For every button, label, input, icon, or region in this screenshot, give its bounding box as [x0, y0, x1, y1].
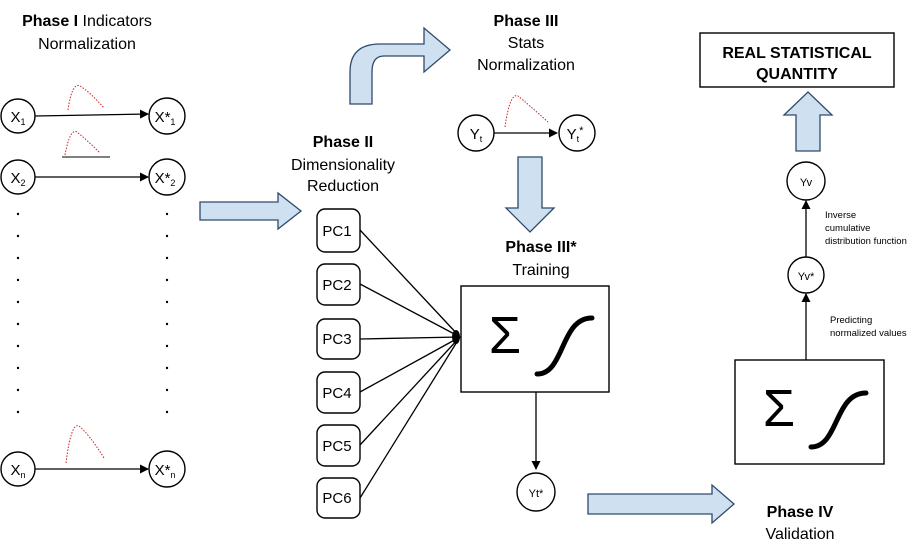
- output-node-x2-star: X*2: [148, 158, 186, 196]
- node-yt-star-output: Yt*: [516, 472, 556, 512]
- distribution-curve-icon: [62, 131, 110, 158]
- svg-text:PC1: PC1: [322, 223, 351, 240]
- pc-connections: [359, 229, 461, 499]
- svg-text:X1: X1: [10, 109, 25, 127]
- node-yt-star: Yt*: [558, 114, 596, 152]
- svg-text:PC3: PC3: [322, 331, 351, 348]
- pc-box-4: PC4: [316, 371, 361, 414]
- phase3star-title: Phase III*: [505, 239, 577, 256]
- phase4-title: Phase IV: [767, 504, 834, 521]
- pc-box-6: PC6: [316, 477, 361, 519]
- ellipsis-left: [16, 212, 20, 414]
- svg-text:X*1: X*1: [155, 109, 176, 127]
- svg-text:X*2: X*2: [155, 170, 176, 188]
- svg-text:Yt: Yt: [470, 126, 483, 144]
- training-neuron-box: Σ: [460, 285, 610, 393]
- sigma-symbol: Σ: [489, 307, 521, 365]
- result-line-2: QUANTITY: [756, 66, 838, 83]
- pc-box-5: PC5: [316, 424, 361, 467]
- validation-neuron-box: Σ: [734, 359, 885, 465]
- svg-text:PC2: PC2: [322, 277, 351, 294]
- svg-text:Yv: Yv: [800, 177, 813, 189]
- block-arrow-down: [504, 156, 556, 233]
- svg-text:Yt*: Yt*: [567, 125, 585, 144]
- ellipsis-right: [165, 212, 169, 414]
- phase3-line2: Stats: [508, 35, 544, 52]
- svg-text:X*n: X*n: [155, 462, 176, 480]
- svg-text:X2: X2: [10, 170, 25, 188]
- pc-box-2: PC2: [316, 263, 361, 306]
- predict-label-1: Predicting: [830, 315, 872, 326]
- phase3-line3: Normalization: [477, 57, 575, 74]
- input-node-xn: Xn: [0, 451, 36, 487]
- input-node-x1: X1: [0, 98, 36, 134]
- output-node-xn-star: X*n: [148, 450, 186, 488]
- phase4-subtitle: Validation: [765, 526, 834, 543]
- svg-text:Xn: Xn: [10, 462, 25, 480]
- phase3star-subtitle: Training: [512, 262, 569, 279]
- sigma-symbol: Σ: [763, 380, 795, 438]
- phase1-subtitle: Normalization: [38, 36, 136, 53]
- block-arrow-right: [199, 191, 303, 231]
- svg-text:PC4: PC4: [322, 385, 351, 402]
- pc-box-1: PC1: [316, 208, 361, 253]
- node-yv: Yv: [786, 161, 826, 201]
- output-node-x1-star: X*1: [148, 97, 186, 135]
- node-yv-star: Yv*: [787, 256, 825, 294]
- result-line-1: REAL STATISTICAL: [722, 45, 872, 62]
- predict-label-2: normalized values: [830, 328, 907, 339]
- input-node-x2: X2: [0, 159, 36, 195]
- distribution-curve-icon: [67, 85, 105, 111]
- svg-text:Yt*: Yt*: [529, 488, 544, 500]
- inverse-label-2: cumulative: [825, 223, 870, 234]
- inverse-label-3: distribution function: [825, 236, 907, 247]
- phase2-title: Phase II: [313, 134, 373, 151]
- sigmoid-icon: [808, 390, 869, 450]
- result-box: REAL STATISTICAL QUANTITY: [699, 32, 895, 88]
- curved-block-arrow: [349, 26, 452, 105]
- arrow-x1: [34, 109, 149, 119]
- phase1-title: Phase I Indicators: [22, 13, 152, 30]
- inverse-label-1: Inverse: [825, 210, 856, 221]
- svg-text:Yv*: Yv*: [798, 271, 815, 283]
- phase2-line2: Dimensionality: [291, 157, 395, 174]
- svg-text:PC6: PC6: [322, 490, 351, 507]
- block-arrow-right: [587, 483, 735, 525]
- pc-box-3: PC3: [316, 318, 361, 360]
- distribution-curve-icon: [504, 95, 549, 128]
- svg-text:PC5: PC5: [322, 438, 351, 455]
- phase3-title: Phase III: [494, 13, 559, 30]
- phase2-line3: Reduction: [307, 178, 379, 195]
- block-arrow-up: [782, 91, 834, 152]
- node-yt: Yt: [457, 114, 495, 152]
- distribution-curve-icon: [65, 425, 105, 464]
- sigmoid-icon: [534, 315, 595, 377]
